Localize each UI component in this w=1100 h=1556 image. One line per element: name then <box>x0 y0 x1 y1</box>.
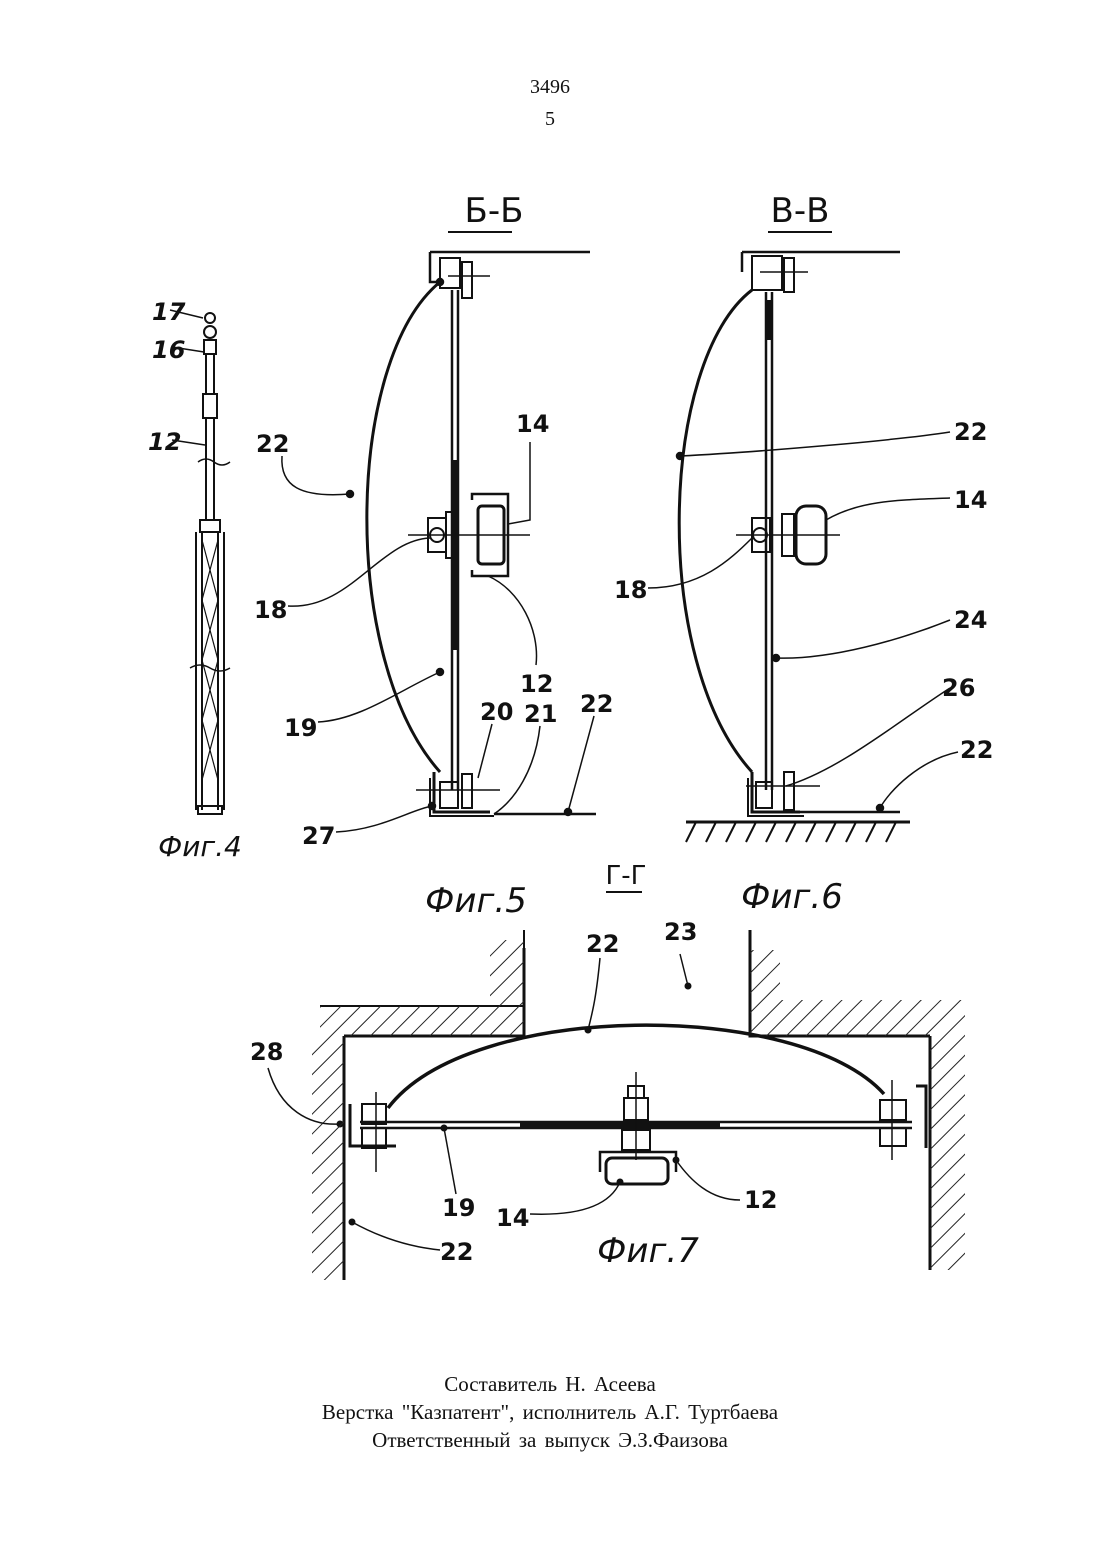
footer-responsible: Ответственный за выпуск Э.З.Фаизова <box>0 1426 1100 1455</box>
fig7-label-14: 14 <box>496 1204 529 1232</box>
fig5-label-21: 21 <box>524 700 557 728</box>
fig5-label-20: 20 <box>480 698 513 726</box>
fig6-drawing <box>677 232 910 822</box>
fig5-label-14: 14 <box>516 410 549 438</box>
fig4-label-12: 12 <box>148 428 181 456</box>
fig6-label-26: 26 <box>942 674 975 702</box>
fig5-title: Фиг.5 <box>425 881 527 921</box>
fig6-title: Фиг.6 <box>741 877 843 917</box>
fig5-label-22: 22 <box>256 430 289 458</box>
fig7-label-28: 28 <box>250 1038 283 1066</box>
footer-layout: Верстка "Казпатент", исполнитель А.Г. Ту… <box>0 1398 1100 1427</box>
fig6-label-18: 18 <box>614 576 647 604</box>
fig6-label-22: 22 <box>954 418 987 446</box>
fig5-label-12: 12 <box>520 670 553 698</box>
technical-drawing: Б-Б В-В Г-Г Фиг.4 Фиг.5 Фиг.6 Фиг.7 17 1… <box>0 0 1100 1340</box>
fig5-label-22b: 22 <box>580 690 613 718</box>
fig6-leaders <box>648 432 958 808</box>
fig5-label-27: 27 <box>302 822 335 850</box>
fig7-label-22b: 22 <box>440 1238 473 1266</box>
fig5-section-label: Б-Б <box>465 191 524 231</box>
fig6-label-22b: 22 <box>960 736 993 764</box>
fig6-section-label: В-В <box>771 191 830 231</box>
fig7-label-19: 19 <box>442 1194 475 1222</box>
fig4-label-17: 17 <box>152 298 186 326</box>
fig7-hatch <box>312 940 965 1280</box>
fig5-leaders <box>282 442 594 832</box>
footer-compiler: Составитель Н. Асеева <box>0 1370 1100 1399</box>
fig7-title: Фиг.7 <box>597 1231 699 1271</box>
fig5-label-18: 18 <box>254 596 287 624</box>
fig7-label-23: 23 <box>664 918 697 946</box>
fig5-drawing <box>347 232 596 816</box>
fig6-ground-hatch <box>686 822 896 842</box>
fig7-label-12: 12 <box>744 1186 777 1214</box>
fig4-drawing <box>170 310 230 814</box>
fig7-label-22: 22 <box>586 930 619 958</box>
fig6-label-14: 14 <box>954 486 987 514</box>
fig6-label-24: 24 <box>954 606 987 634</box>
fig5-label-19: 19 <box>284 714 317 742</box>
fig7-section-label: Г-Г <box>605 861 646 891</box>
fig7-drawing <box>320 930 930 1280</box>
fig4-label-16: 16 <box>152 336 185 364</box>
fig4-title: Фиг.4 <box>158 830 242 863</box>
